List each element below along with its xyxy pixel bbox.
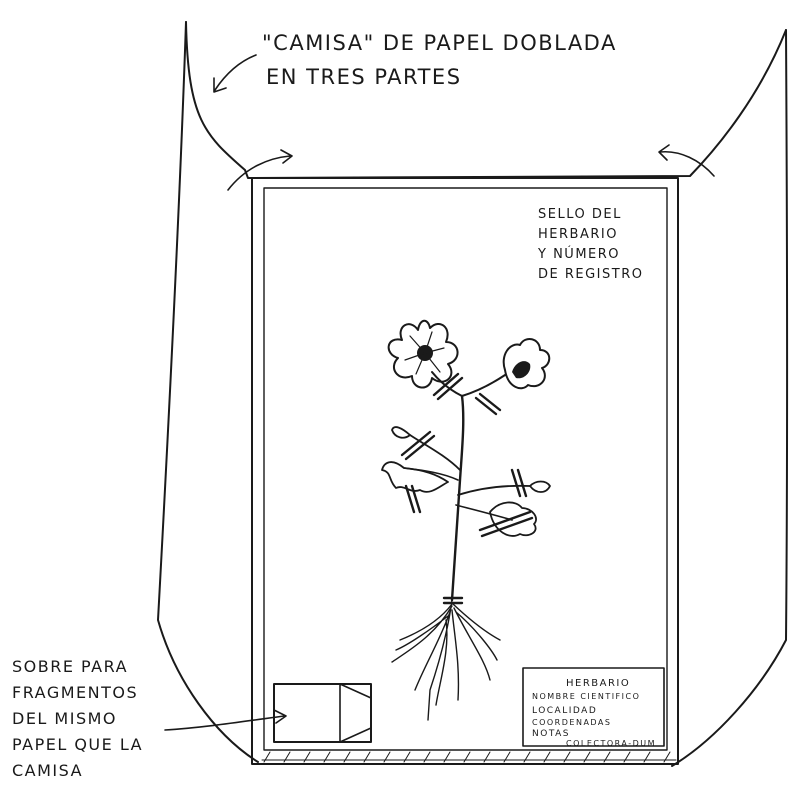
label-line-1: NOMBRE CIENTIFICO bbox=[532, 692, 640, 701]
strap-right-flower bbox=[474, 392, 502, 416]
sheet-bottom-hatching bbox=[261, 751, 677, 763]
left-flower-veins bbox=[404, 331, 445, 375]
fold-arrow-left bbox=[227, 149, 293, 191]
sheet-inner-border bbox=[263, 187, 668, 751]
strap-right-leaf bbox=[478, 510, 534, 538]
title-line-2: EN TRES PARTES bbox=[266, 65, 462, 89]
label-line-2: LOCALIDAD bbox=[532, 706, 597, 716]
open-flower-left bbox=[387, 319, 459, 389]
label-line-3: COORDENADAS bbox=[532, 718, 611, 727]
stamp-line-4: DE REGISTRO bbox=[538, 267, 643, 282]
envelope-line-4: PAPEL QUE LA bbox=[12, 735, 143, 754]
left-leaf bbox=[381, 461, 449, 493]
mounting-sheet bbox=[251, 177, 679, 765]
strap-left-flower bbox=[432, 372, 464, 401]
plant-roots bbox=[391, 599, 501, 721]
left-bud bbox=[391, 426, 411, 439]
label-line-4: NOTAS bbox=[532, 729, 570, 739]
fold-arrow-right bbox=[658, 144, 715, 177]
right-bud bbox=[529, 480, 551, 493]
title-arrow bbox=[213, 54, 257, 93]
sheet-outer-border bbox=[251, 177, 679, 765]
strap-right-bud bbox=[510, 468, 528, 498]
label-line-5: COLECTORA-DUM bbox=[566, 739, 656, 748]
left-flower-petals bbox=[387, 319, 459, 389]
fragment-envelope bbox=[273, 683, 372, 743]
right-flower-center bbox=[512, 361, 531, 379]
open-flower-right bbox=[502, 338, 551, 390]
envelope-annotation: SOBRE PARA FRAGMENTOS DEL MISMO PAPEL QU… bbox=[12, 657, 287, 780]
title-line-1: "CAMISA" DE PAPEL DOBLADA bbox=[262, 31, 617, 55]
strap-root bbox=[442, 596, 464, 605]
plant-specimen bbox=[381, 319, 551, 721]
plant-main-stem bbox=[450, 394, 465, 602]
herbarium-label: HERBARIO NOMBRE CIENTIFICO LOCALIDAD COO… bbox=[522, 667, 665, 748]
folder-top-flaps bbox=[185, 21, 787, 179]
stamp-line-1: SELLO DEL bbox=[538, 207, 622, 222]
right-flower-petals bbox=[502, 338, 551, 390]
stem-to-left-bud bbox=[409, 434, 461, 471]
envelope-body bbox=[273, 683, 372, 743]
right-leaf bbox=[489, 501, 537, 537]
envelope-line-5: CAMISA bbox=[12, 761, 83, 780]
paper-folder bbox=[157, 21, 789, 767]
envelope-flap bbox=[339, 683, 372, 743]
folder-right-flap bbox=[671, 29, 789, 767]
envelope-line-1: SOBRE PARA bbox=[12, 657, 128, 676]
stamp-annotation: SELLO DEL HERBARIO Y NÚMERO DE REGISTRO bbox=[537, 207, 643, 282]
envelope-line-2: FRAGMENTOS bbox=[12, 683, 138, 702]
stamp-line-2: HERBARIO bbox=[538, 227, 618, 242]
envelope-arrow bbox=[164, 709, 287, 731]
envelope-line-3: DEL MISMO bbox=[12, 709, 117, 728]
stem-to-right-leaf bbox=[455, 504, 513, 521]
label-box bbox=[522, 667, 665, 747]
strap-left-bud bbox=[400, 430, 436, 461]
strap-left-leaf bbox=[404, 484, 422, 514]
title-annotation: "CAMISA" DE PAPEL DOBLADA EN TRES PARTES bbox=[213, 31, 617, 93]
folder-left-flap bbox=[157, 21, 259, 763]
stem-to-right-flower bbox=[461, 374, 506, 397]
stamp-line-3: Y NÚMERO bbox=[537, 246, 620, 262]
label-title: HERBARIO bbox=[566, 678, 630, 689]
